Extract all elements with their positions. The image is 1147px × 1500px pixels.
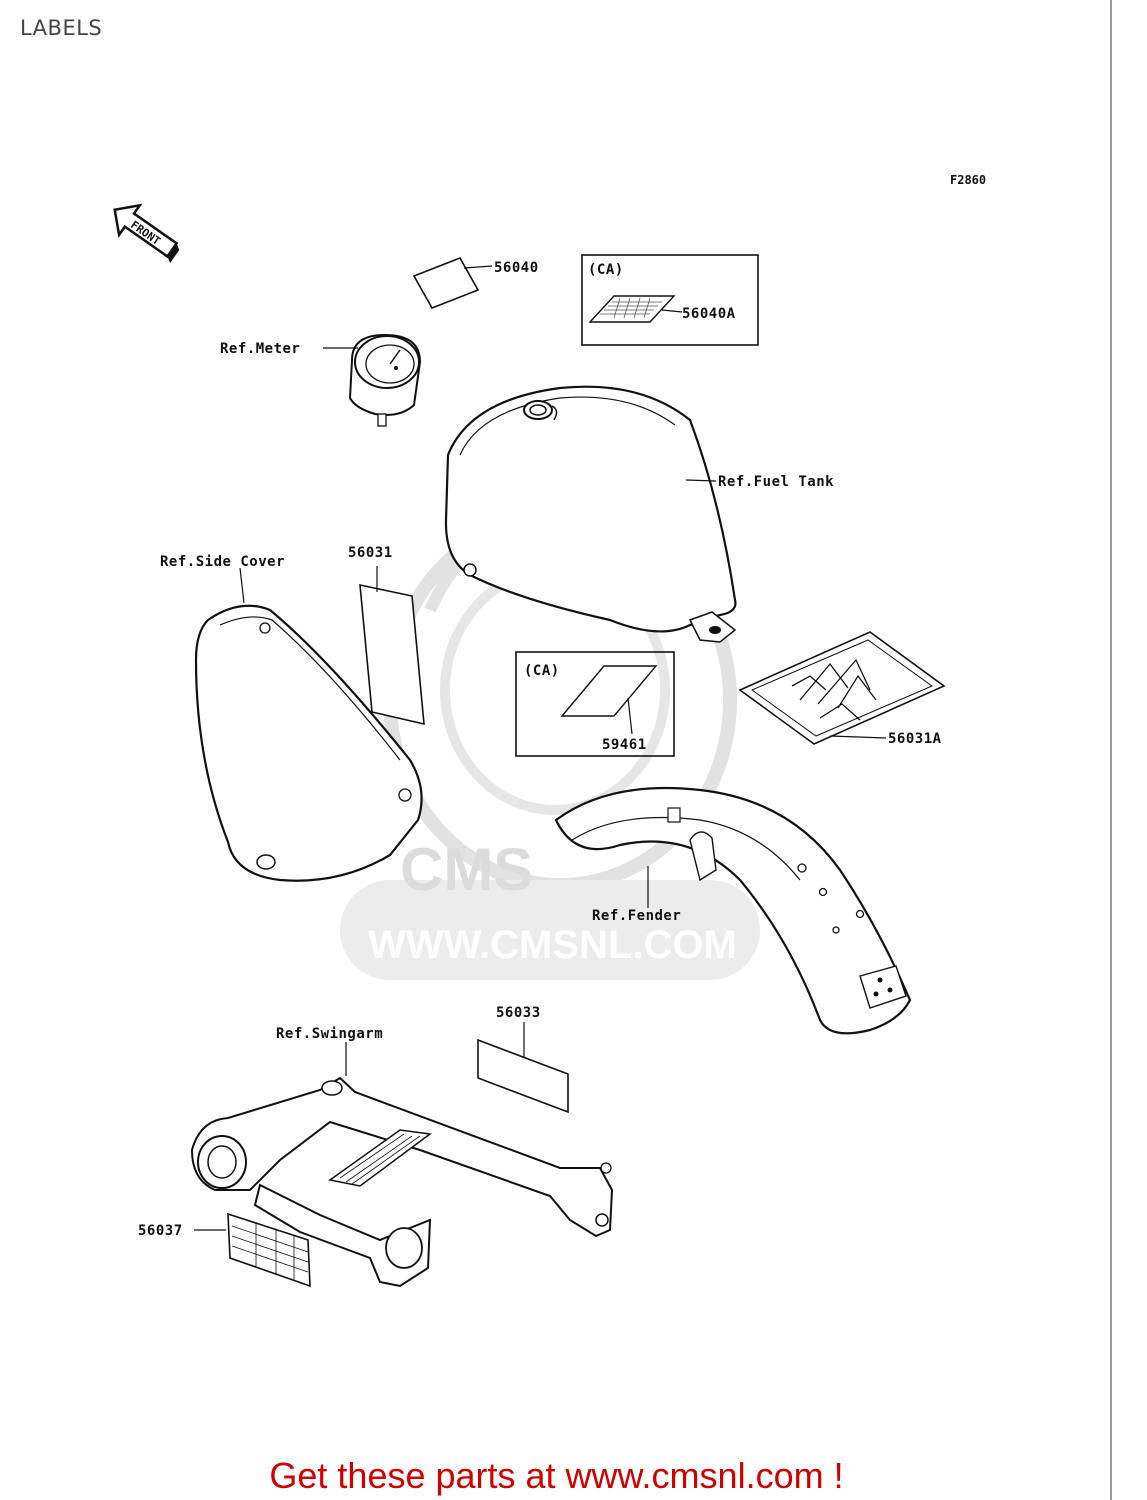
ca-box-top xyxy=(581,254,759,346)
fuel-tank-drawing xyxy=(444,385,737,643)
front-arrow-icon: FRONT xyxy=(113,203,180,264)
figure-code: F2860 xyxy=(950,173,986,187)
footer-cta-link[interactable]: Get these parts at www.cmsnl.com ! xyxy=(0,1455,1147,1497)
ca-box-mid-label: (CA) xyxy=(524,663,560,679)
ref-fuel-tank-label: Ref.Fuel Tank xyxy=(718,474,834,490)
part-56033: 56033 xyxy=(496,1005,541,1021)
label-56033-sticker xyxy=(477,1022,569,1114)
ca-box-top-label: (CA) xyxy=(588,262,624,278)
page-divider xyxy=(1110,0,1112,1500)
ca-box-mid xyxy=(515,651,675,757)
footer-cta-text[interactable]: Get these parts at www.cmsnl.com ! xyxy=(269,1455,844,1496)
label-56040-sticker xyxy=(412,257,493,309)
part-59461: 59461 xyxy=(602,737,647,753)
ref-side-cover-label: Ref.Side Cover xyxy=(160,554,285,570)
part-56031: 56031 xyxy=(348,545,393,561)
part-56040: 56040 xyxy=(494,260,539,276)
label-56031A-sticker xyxy=(738,631,946,745)
part-56031A: 56031A xyxy=(888,731,942,747)
label-56037-sticker xyxy=(194,1212,311,1288)
meter-drawing xyxy=(323,333,422,427)
page-title: LABELS xyxy=(20,16,103,40)
label-56031-sticker xyxy=(359,566,425,726)
part-56040A: 56040A xyxy=(682,306,736,322)
fender-drawing xyxy=(554,786,912,1035)
cms-watermark: CMS WWW.CMSNL.COM xyxy=(340,508,760,980)
swingarm-drawing xyxy=(190,1042,614,1288)
watermark-url: WWW.CMSNL.COM xyxy=(368,923,737,967)
part-56037: 56037 xyxy=(138,1223,183,1239)
watermark-brand: CMS xyxy=(400,836,533,903)
side-cover-drawing xyxy=(194,567,423,882)
ref-fender-label: Ref.Fender xyxy=(592,908,681,924)
ref-swingarm-label: Ref.Swingarm xyxy=(276,1026,383,1042)
ref-meter-label: Ref.Meter xyxy=(220,341,300,357)
